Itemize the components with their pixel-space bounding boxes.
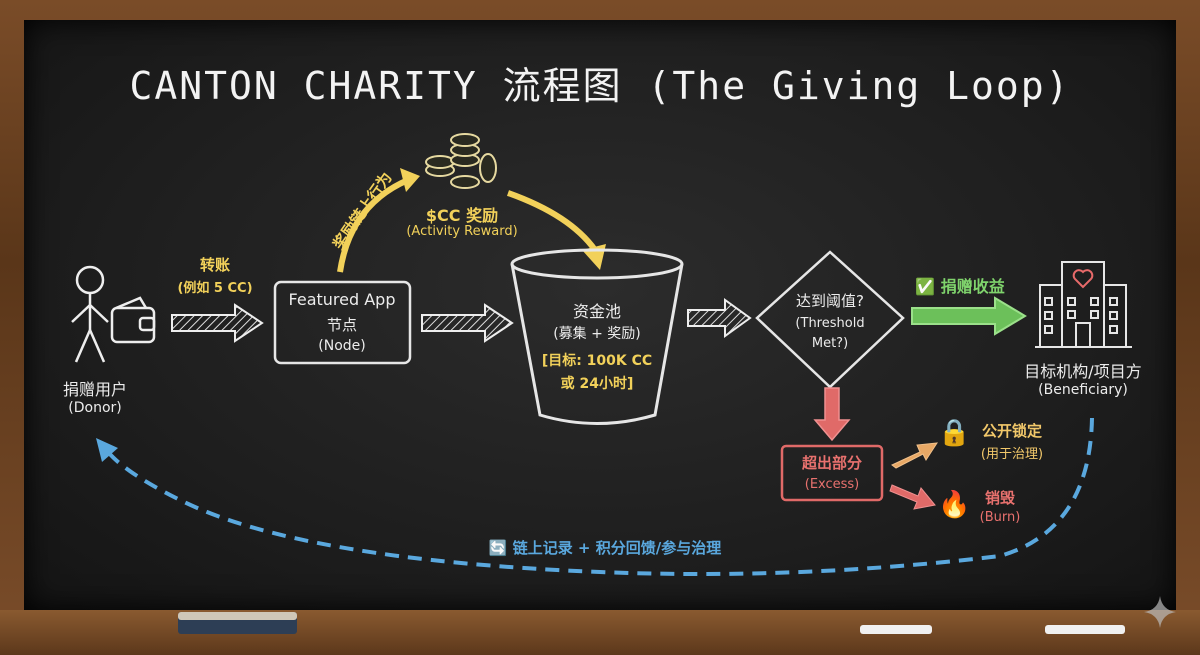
fire-icon: 🔥 — [938, 490, 971, 520]
excess-box — [780, 444, 884, 502]
donor-figure-icon — [71, 265, 109, 363]
excess-sub: (Excess) — [804, 477, 860, 492]
transfer-sub: (例如 5 CC) — [177, 281, 253, 296]
loop-label: 🔄 链上记录 + 积分回馈/参与治理 — [489, 537, 721, 558]
building-icon — [1035, 261, 1132, 348]
lock-icon: 🔒 — [938, 418, 971, 448]
node-box — [273, 280, 412, 365]
proceeds-label: ✅ 捐赠收益 — [915, 273, 1005, 297]
donor-label: 捐赠用户 — [62, 380, 128, 399]
loop-text: 链上记录 + 积分回馈/参与治理 — [512, 539, 722, 557]
beneficiary-sub: (Beneficiary) — [1038, 382, 1128, 398]
burn-label: 销毁 — [984, 489, 1016, 507]
coins-icon — [425, 133, 497, 189]
arrow-to-lock — [891, 442, 938, 469]
pool-target-line1: [目标: 100K CC — [541, 353, 653, 369]
transfer-label: 转账 — [199, 256, 231, 274]
reward-label: $CC 奖励 — [425, 206, 499, 225]
refresh-icon: 🔄 — [488, 539, 508, 557]
threshold-sub1: (Threshold — [795, 316, 865, 331]
arrow-pool-to-threshold — [687, 298, 752, 338]
threshold-diamond — [755, 250, 905, 389]
lock-sub: (用于治理) — [980, 447, 1044, 462]
pool-label: 资金池 — [572, 302, 622, 321]
node-sub: (Node) — [318, 338, 366, 354]
arrow-to-beneficiary — [911, 296, 1027, 336]
lock-label: 公开锁定 — [981, 422, 1043, 440]
reward-arrow-up — [337, 168, 420, 273]
donor-sub: (Donor) — [68, 400, 122, 416]
sparkle-icon — [1144, 596, 1176, 628]
node-title: Featured App — [288, 290, 396, 309]
threshold-label: 达到阈值? — [796, 292, 864, 310]
reward-sub: (Activity Reward) — [406, 224, 518, 239]
pool-target-line2: 或 24小时] — [560, 376, 634, 392]
arrow-node-to-pool — [421, 303, 514, 343]
arrow-to-excess — [813, 387, 851, 442]
chalk-piece — [860, 625, 932, 634]
chalk-piece — [1045, 625, 1125, 634]
pool-sub: (募集 + 奖励) — [553, 326, 641, 342]
proceeds-text: 捐赠收益 — [940, 277, 1005, 296]
wallet-icon — [110, 296, 156, 344]
beneficiary-label: 目标机构/项目方 — [1024, 362, 1142, 381]
fund-pool-bucket-icon — [510, 248, 684, 425]
node-subtitle: 节点 — [326, 316, 358, 334]
arrow-donor-to-node — [171, 303, 264, 343]
burn-sub: (Burn) — [979, 510, 1021, 525]
threshold-sub2: Met?) — [811, 336, 849, 351]
feedback-loop-arrow — [96, 417, 1094, 576]
check-icon: ✅ — [915, 277, 936, 296]
page-title: CANTON CHARITY 流程图 (The Giving Loop) — [129, 64, 1071, 108]
excess-label: 超出部分 — [801, 454, 863, 472]
arrow-to-burn — [889, 484, 936, 510]
